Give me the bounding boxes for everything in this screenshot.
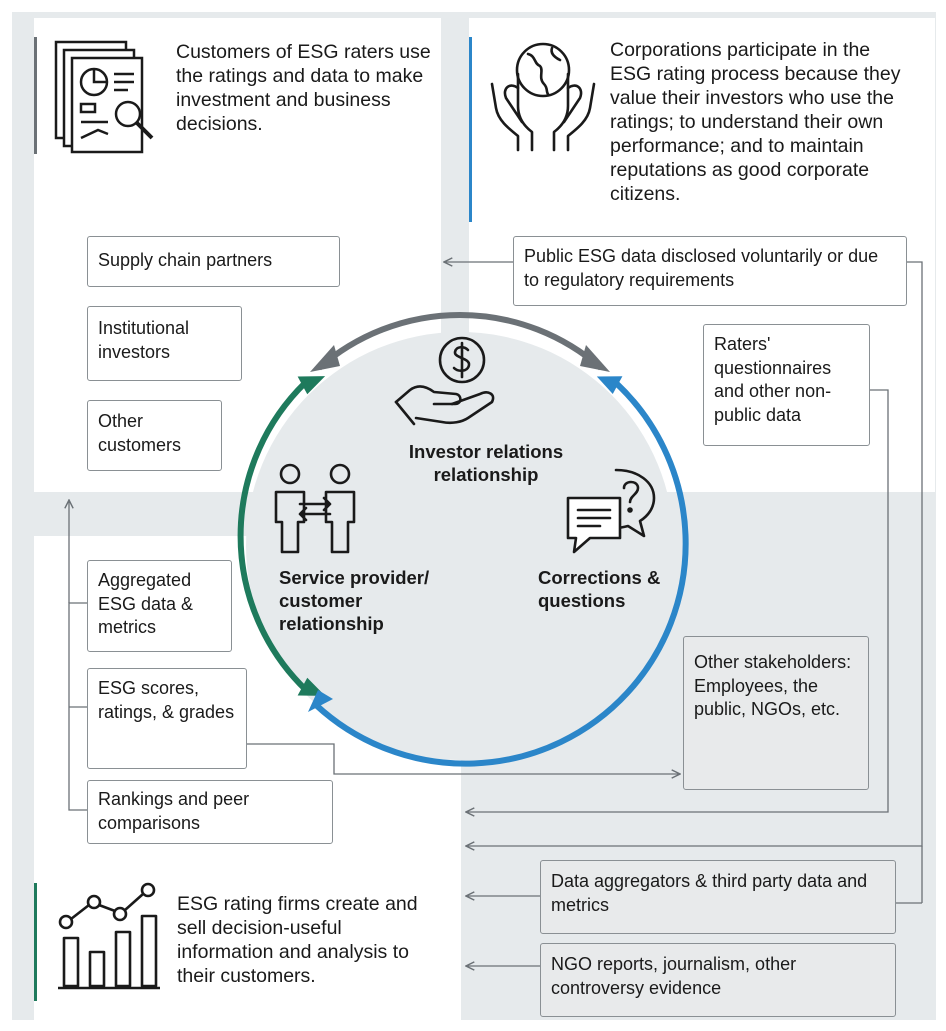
customer-supply-chain-partners: Supply chain partners [87,236,340,287]
corporations-text: Corporations participate in the ESG rati… [610,39,901,205]
other-stakeholders-box: Other stakeholders: Employees, the publi… [683,636,869,790]
customer-institutional-investors: Institutional investors [87,306,242,381]
report-magnifier-icon [52,38,158,154]
hand-dollar-icon [392,332,516,430]
corporations-accent-bar [469,37,472,222]
service-provider-arrow [237,379,309,693]
hands-globe-icon [488,36,598,158]
public-esg-data-box: Public ESG data disclosed voluntarily or… [513,236,907,306]
data-aggregators-box: Data aggregators & third party data and … [540,860,896,934]
corrections-arrow [313,379,689,767]
customer-other-customers: Other customers [87,400,222,471]
questionnaires-arrow [466,389,889,812]
speech-bubbles-question-icon [560,466,660,558]
bar-chart-trend-icon [56,880,160,992]
public-data-to-firms-arrow [466,261,923,846]
customers-text: Customers of ESG raters use the ratings … [176,41,431,135]
customers-accent-bar [34,37,37,154]
output-rankings-peer-comparisons: Rankings and peer comparisons [87,780,333,844]
people-exchange-icon [270,462,360,556]
central-circle [246,332,674,760]
corrections-label: Corrections & questions [538,567,661,611]
service-provider-label: Service provider/ customer relationship [279,567,430,634]
raters-questionnaires-box: Raters' questionnaires and other non-pub… [703,324,870,446]
rating-firms-accent-bar [34,883,37,1001]
output-esg-scores-ratings: ESG scores, ratings, & grades [87,668,247,769]
investor-relations-arrow [317,311,603,371]
rating-firms-text: ESG rating firms create and sell decisio… [177,893,418,987]
investor-relations-label: Investor relations relationship [408,441,564,485]
ngo-reports-box: NGO reports, journalism, other controver… [540,943,896,1017]
scores-to-stakeholders-arrow [247,743,680,774]
output-aggregated-esg-data: Aggregated ESG data & metrics [87,560,232,652]
